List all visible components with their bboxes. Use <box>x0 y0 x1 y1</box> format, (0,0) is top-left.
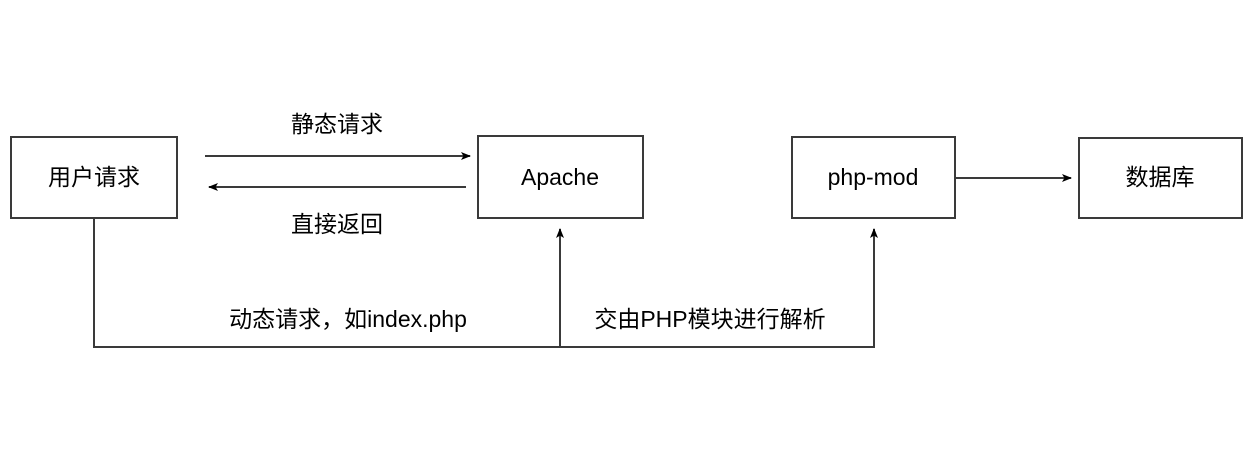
php-parse-arrow <box>560 228 878 348</box>
direct-return-label: 直接返回 <box>291 211 383 237</box>
node-user-request[interactable]: 用户请求 <box>10 136 178 219</box>
php-parse-label: 交由PHP模块进行解析 <box>594 306 825 332</box>
php-mod-box[interactable] <box>791 136 956 219</box>
user-request-label: 用户请求 <box>48 164 140 190</box>
node-database[interactable]: 数据库 <box>1078 137 1243 219</box>
node-apache[interactable]: Apache <box>477 135 644 219</box>
apache-label: Apache <box>521 164 599 190</box>
database-box[interactable] <box>1078 137 1243 219</box>
static-request-label: 静态请求 <box>291 111 383 137</box>
edge-static-request: 静态请求 <box>205 111 471 160</box>
database-label: 数据库 <box>1126 164 1195 190</box>
user-request-box[interactable] <box>10 136 178 219</box>
apache-box[interactable] <box>477 135 644 219</box>
edge-dynamic-request: 动态请求，如index.php <box>93 219 564 348</box>
dynamic-request-label: 动态请求，如index.php <box>229 306 467 332</box>
php-mod-label: php-mod <box>828 164 919 190</box>
dynamic-request-arrow <box>93 219 564 348</box>
edge-direct-return: 直接返回 <box>208 183 466 237</box>
node-php-mod[interactable]: php-mod <box>791 136 956 219</box>
edge-php-parse: 交由PHP模块进行解析 <box>560 228 878 348</box>
